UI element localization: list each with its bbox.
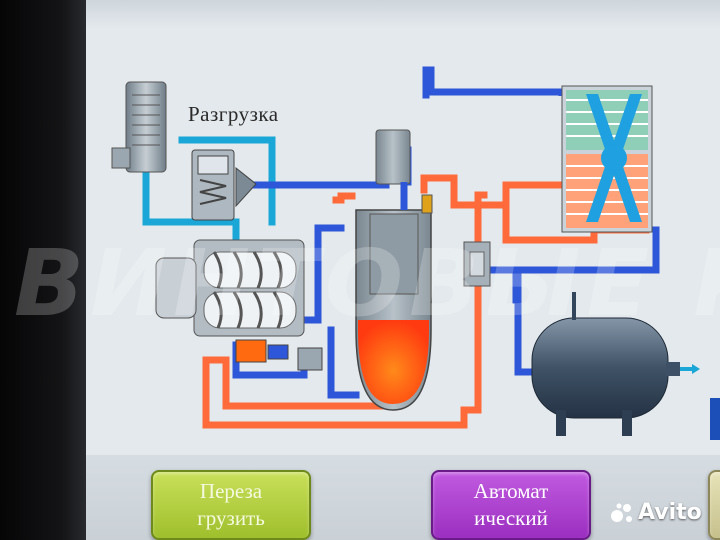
intake-valve-icon bbox=[191, 149, 257, 221]
auto-button-label-line2: ический bbox=[474, 506, 548, 530]
avito-watermark: Avito bbox=[611, 500, 702, 525]
air-receiver-tank-icon bbox=[531, 292, 700, 436]
oil-pipes bbox=[202, 91, 650, 429]
intake-pipes bbox=[142, 136, 276, 244]
top-strip bbox=[86, 0, 720, 30]
unload-status-label: Разгрузка bbox=[188, 102, 279, 126]
cooler-fan-icon bbox=[561, 85, 653, 233]
screw-airend-icon bbox=[155, 239, 323, 371]
min-pressure-valve-icon bbox=[463, 241, 491, 287]
avito-text: Avito bbox=[638, 500, 702, 525]
avito-logo-icon bbox=[611, 503, 632, 522]
intake-filter-icon bbox=[111, 81, 167, 173]
reload-button[interactable]: Переза грузить bbox=[151, 470, 311, 540]
oil-separator-icon bbox=[355, 129, 433, 411]
side-indicator bbox=[710, 398, 720, 440]
reload-button-label-line1: Переза bbox=[199, 479, 263, 503]
monitor-bezel bbox=[0, 0, 88, 540]
hmi-screen: Разгрузка Переза грузить Автомат ический bbox=[86, 0, 720, 540]
auto-mode-button[interactable]: Автомат ический bbox=[431, 470, 591, 540]
reload-button-label-line2: грузить bbox=[197, 506, 265, 530]
partial-button[interactable] bbox=[708, 470, 720, 540]
auto-button-label-line1: Автомат bbox=[473, 479, 549, 503]
watermark-text: ВИНТОВЫЕ КОМПРЕССОРЫ bbox=[14, 230, 720, 337]
compressor-process-diagram bbox=[86, 30, 720, 455]
